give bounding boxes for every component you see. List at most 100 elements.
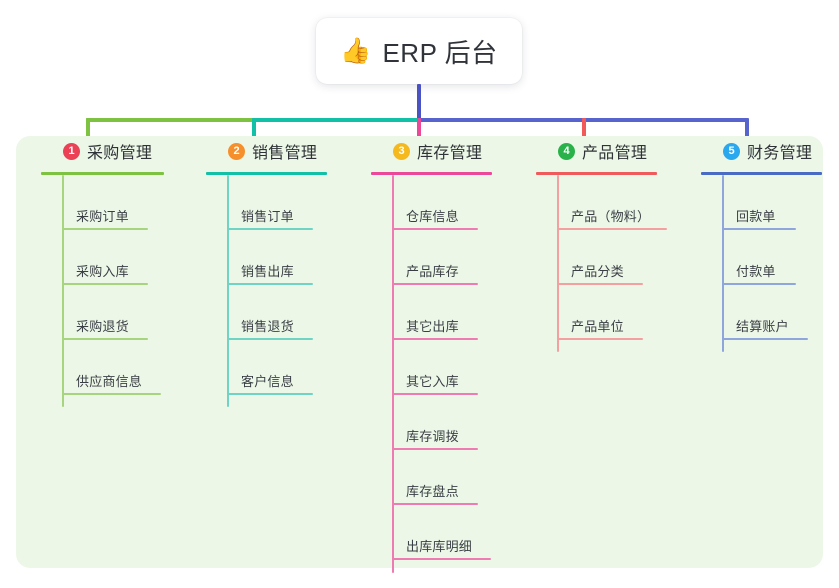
bar-segment-green: [86, 118, 253, 122]
branch-spine: [62, 175, 64, 407]
bar-segment-teal: [252, 118, 418, 122]
branch-tree: 产品（物料） 产品分类产品单位: [536, 175, 667, 352]
branch-item-rule: [227, 393, 313, 395]
branch-item-label: 仓库信息: [406, 209, 459, 224]
branch-item-rule: [722, 338, 808, 340]
branch-item-rule: [62, 338, 148, 340]
branch-header-sales[interactable]: 2 销售管理: [206, 136, 327, 166]
branch-item-label: 回款单: [736, 209, 776, 224]
branch-item-label: 库存盘点: [406, 484, 459, 499]
branch-item-rule: [62, 393, 161, 395]
branch-item-rule: [392, 228, 478, 230]
branch-title: 财务管理: [747, 145, 813, 162]
branch-tree: 销售订单销售出库销售退货客户信息: [206, 175, 327, 407]
branch-header-purchasing[interactable]: 1 采购管理: [41, 136, 164, 166]
branch-item-rule: [227, 228, 313, 230]
branch-number-badge: 1: [63, 142, 80, 160]
branch-item-label: 产品单位: [571, 319, 624, 334]
root-title: ERP 后台: [382, 37, 498, 68]
branch-header-rule: [536, 172, 657, 175]
branch-item-label: 采购订单: [76, 209, 129, 224]
drop-to-inventory: [417, 118, 421, 144]
branch-number-badge: 4: [558, 142, 575, 160]
branch-item-rule: [557, 283, 643, 285]
branch-item[interactable]: 库存盘点: [392, 450, 492, 505]
branch-spine: [227, 175, 229, 407]
branch-item-rule: [557, 228, 667, 230]
branch-item[interactable]: 产品单位: [557, 285, 657, 340]
drop-to-product: [582, 118, 586, 144]
branch-item-rule: [62, 283, 148, 285]
branch-item-rule: [227, 338, 313, 340]
branch-title: 采购管理: [87, 145, 153, 162]
branch-item[interactable]: 回款单: [722, 175, 822, 230]
branch-item[interactable]: 产品分类: [557, 230, 657, 285]
branch-item[interactable]: 其它出库: [392, 285, 492, 340]
branch-item[interactable]: 销售退货: [227, 285, 327, 340]
branch-item[interactable]: 其它入库: [392, 340, 492, 395]
branch-item-rule: [62, 228, 148, 230]
branch-item-rule: [392, 503, 478, 505]
branch-item-label: 产品分类: [571, 264, 624, 279]
branch-item[interactable]: 产品（物料）: [557, 175, 667, 230]
branch-item-rule: [557, 338, 643, 340]
branch-item[interactable]: 客户信息: [227, 340, 327, 395]
branch-item-rule: [227, 283, 313, 285]
branch-item-rule: [392, 558, 491, 560]
branch-column-product: 4 产品管理产品（物料） 产品分类产品单位: [536, 136, 667, 352]
branch-item-label: 销售退货: [241, 319, 294, 334]
branch-spine: [392, 175, 394, 573]
branch-item[interactable]: 采购订单: [62, 175, 164, 230]
branch-title: 销售管理: [252, 145, 318, 162]
branch-spine: [722, 175, 724, 352]
branch-number-badge: 2: [228, 142, 245, 160]
branch-item-label: 采购退货: [76, 319, 129, 334]
root-node[interactable]: 👍 ERP 后台: [316, 18, 522, 84]
branch-item[interactable]: 供应商信息: [62, 340, 164, 395]
branch-item[interactable]: 付款单: [722, 230, 822, 285]
thumbs-up-icon: 👍: [340, 36, 372, 65]
drop-to-purchasing: [86, 118, 90, 144]
branch-item-rule: [392, 338, 478, 340]
branch-spine: [557, 175, 559, 352]
branch-header-rule: [206, 172, 327, 175]
branch-item-rule: [722, 283, 796, 285]
branches-panel: 1 采购管理采购订单采购入库采购退货供应商信息 2 销售管理销售订单销售出库销售退货客…: [16, 136, 823, 573]
branch-item[interactable]: 采购入库: [62, 230, 164, 285]
branch-header-rule: [41, 172, 164, 175]
branch-item[interactable]: 产品库存: [392, 230, 492, 285]
branch-header-product[interactable]: 4 产品管理: [536, 136, 657, 166]
branch-column-sales: 2 销售管理销售订单销售出库销售退货客户信息: [206, 136, 327, 407]
branch-item-label: 其它出库: [406, 319, 459, 334]
drop-to-finance: [745, 118, 749, 144]
branch-item-label: 其它入库: [406, 374, 459, 389]
branch-item-label: 客户信息: [241, 374, 294, 389]
branch-tree: 仓库信息产品库存其它出库其它入库库存调拨库存盘点出库库明细: [371, 175, 492, 573]
branch-item[interactable]: 出库库明细: [392, 505, 492, 560]
drop-to-sales: [252, 118, 256, 144]
branch-item[interactable]: 采购退货: [62, 285, 164, 340]
branch-tree: 回款单付款单结算账户: [701, 175, 822, 352]
branch-title: 库存管理: [417, 145, 483, 162]
branch-item-label: 产品（物料）: [571, 209, 651, 224]
branch-item-label: 销售订单: [241, 209, 294, 224]
branch-item[interactable]: 销售订单: [227, 175, 327, 230]
branch-tree: 采购订单采购入库采购退货供应商信息: [41, 175, 164, 407]
branch-header-rule: [701, 172, 822, 175]
branch-item-label: 出库库明细: [406, 539, 473, 554]
branch-item-label: 付款单: [736, 264, 776, 279]
branch-item-rule: [392, 448, 478, 450]
branch-item-rule: [392, 393, 478, 395]
branch-item[interactable]: 销售出库: [227, 230, 327, 285]
branch-item[interactable]: 库存调拨: [392, 395, 492, 450]
branch-item-label: 库存调拨: [406, 429, 459, 444]
branch-item-rule: [722, 228, 796, 230]
branch-item[interactable]: 仓库信息: [392, 175, 492, 230]
branch-item[interactable]: 结算账户: [722, 285, 822, 340]
branch-title: 产品管理: [582, 145, 648, 162]
